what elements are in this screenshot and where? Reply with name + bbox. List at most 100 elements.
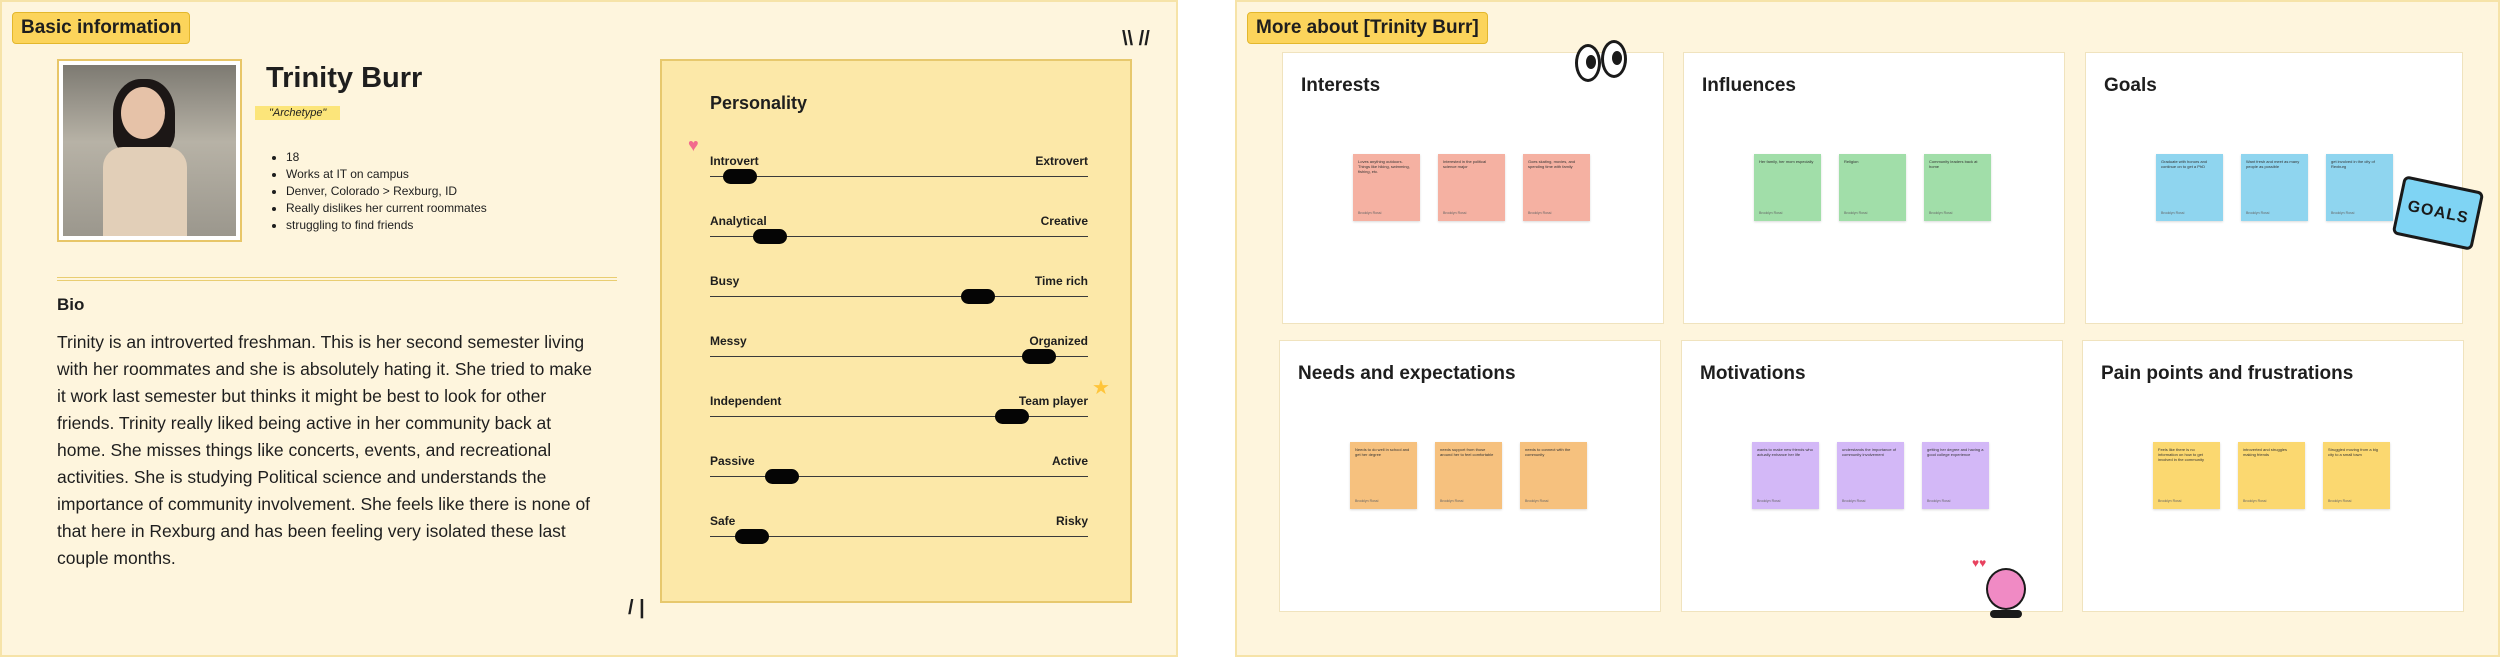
slider-track (710, 176, 1088, 177)
fact-item: Works at IT on campus (286, 166, 487, 183)
sticky-note-text: Needs to do well in school and get her d… (1355, 447, 1410, 457)
personality-slider[interactable]: Analytical Creative (710, 214, 1088, 244)
sticky-note-text: introverted and struggles making friends (2243, 447, 2288, 457)
sticky-note[interactable]: Loves anything outdoors. Things like hik… (1353, 154, 1420, 221)
sticky-note-author: Brooklyn Rossi (1525, 499, 1549, 503)
sticky-note-text: Struggled moving from a big city to a sm… (2328, 447, 2379, 457)
card-title: Interests (1301, 75, 1381, 96)
fact-item: 18 (286, 149, 487, 166)
slider-knob[interactable] (723, 169, 758, 184)
sticky-note-author: Brooklyn Rossi (1927, 499, 1951, 503)
sticky-note-author: Brooklyn Rossi (1929, 211, 1953, 215)
sticky-note[interactable]: Want fresh and meet as many people as po… (2241, 154, 2308, 221)
sticky-note-author: Brooklyn Rossi (1842, 499, 1866, 503)
slider-track (710, 356, 1088, 357)
sticky-note-text: needs support from those around her to f… (1440, 447, 1494, 457)
sticky-note-text: Her family, her mom especially (1759, 159, 1814, 164)
sticky-note[interactable]: introverted and struggles making friends… (2238, 442, 2305, 509)
sticky-note-author: Brooklyn Rossi (1443, 211, 1467, 215)
slider-track (710, 536, 1088, 537)
frame-tag-more-about[interactable]: More about [Trinity Burr] (1247, 12, 1488, 44)
sticky-note-text: Want fresh and meet as many people as po… (2246, 159, 2300, 169)
slider-track (710, 296, 1088, 297)
sticky-note-author: Brooklyn Rossi (1355, 499, 1379, 503)
slider-left-label: Analytical (710, 214, 767, 228)
heart-icon: ♥ (688, 135, 699, 155)
slider-left-label: Independent (710, 394, 782, 408)
persona-facts-list: 18 Works at IT on campus Denver, Colorad… (274, 149, 487, 234)
sticky-note-author: Brooklyn Rossi (2158, 499, 2182, 503)
sticky-note[interactable]: understands the importance of community … (1837, 442, 1904, 509)
heart-character-icon: ♥♥ (1972, 556, 2030, 620)
slider-right-label: Creative (1040, 214, 1088, 228)
slider-knob[interactable] (1021, 349, 1056, 364)
sticky-note-text: Graduate with honors and continue on to … (2161, 159, 2208, 169)
sticky-note-text: Goes skating, movies, and spending time … (1528, 159, 1576, 169)
slider-left-label: Passive (710, 454, 755, 468)
slider-left-label: Introvert (710, 154, 759, 168)
sticky-note[interactable]: Goes skating, movies, and spending time … (1523, 154, 1590, 221)
scribble-mark: \\ // (1122, 28, 1150, 50)
googly-eyes-icon (1575, 40, 1631, 86)
slider-right-label: Active (1051, 454, 1088, 468)
slider-right-label: Team player (1018, 394, 1088, 408)
slider-knob[interactable] (995, 409, 1030, 424)
card-title: Needs and expectations (1298, 363, 1516, 384)
fact-item: struggling to find friends (286, 217, 487, 234)
sticky-note-author: Brooklyn Rossi (2243, 499, 2267, 503)
sticky-note[interactable]: Interested in the political science majo… (1438, 154, 1505, 221)
sticky-note-text: Interested in the political science majo… (1443, 159, 1487, 169)
sticky-note-text: Loves anything outdoors. Things like hik… (1358, 159, 1410, 174)
sticky-note[interactable]: getting her degree and having a good col… (1922, 442, 1989, 509)
sticky-note-text: Community leaders back at home (1929, 159, 1978, 169)
sticky-note[interactable]: Needs to do well in school and get her d… (1350, 442, 1417, 509)
sticky-note[interactable]: Struggled moving from a big city to a sm… (2323, 442, 2390, 509)
personality-slider[interactable]: Introvert Extrovert (710, 154, 1088, 184)
sticky-note-author: Brooklyn Rossi (2331, 211, 2355, 215)
slider-knob[interactable] (961, 289, 996, 304)
sticky-note-author: Brooklyn Rossi (2328, 499, 2352, 503)
personality-slider[interactable]: Passive Active (710, 454, 1088, 484)
slider-knob[interactable] (753, 229, 788, 244)
card-title: Influences (1702, 75, 1796, 96)
slider-track (710, 476, 1088, 477)
sticky-note-author: Brooklyn Rossi (2246, 211, 2270, 215)
basic-information-frame[interactable]: Basic information Trinity Burr "Archetyp… (0, 0, 1178, 657)
card-title: Pain points and frustrations (2101, 363, 2354, 384)
fact-item: Denver, Colorado > Rexburg, ID (286, 183, 487, 200)
frame-tag-basic-information[interactable]: Basic information (12, 12, 191, 44)
archetype-label: "Archetype" (255, 106, 341, 120)
card-title: Motivations (1700, 363, 1806, 384)
sticky-note[interactable]: needs support from those around her to f… (1435, 442, 1502, 509)
sticky-note-author: Brooklyn Rossi (1844, 211, 1868, 215)
personality-slider[interactable]: Independent Team player (710, 394, 1088, 424)
slider-knob[interactable] (734, 529, 769, 544)
persona-name: Trinity Burr (266, 62, 423, 94)
sticky-note[interactable]: Feels like there is no information on ho… (2153, 442, 2220, 509)
sticky-note[interactable]: Graduate with honors and continue on to … (2156, 154, 2223, 221)
sticky-note[interactable]: wants to make new friends who actually e… (1752, 442, 1819, 509)
sticky-note-text: Religion (1844, 159, 1859, 164)
section-card[interactable]: Motivations wants to make new friends who… (1681, 340, 2063, 612)
sticky-note-author: Brooklyn Rossi (1358, 211, 1382, 215)
slider-right-label: Extrovert (1035, 154, 1088, 168)
slider-knob[interactable] (764, 469, 799, 484)
sticky-note-author: Brooklyn Rossi (1757, 499, 1781, 503)
persona-photo (57, 59, 242, 242)
slider-right-label: Risky (1055, 514, 1088, 528)
